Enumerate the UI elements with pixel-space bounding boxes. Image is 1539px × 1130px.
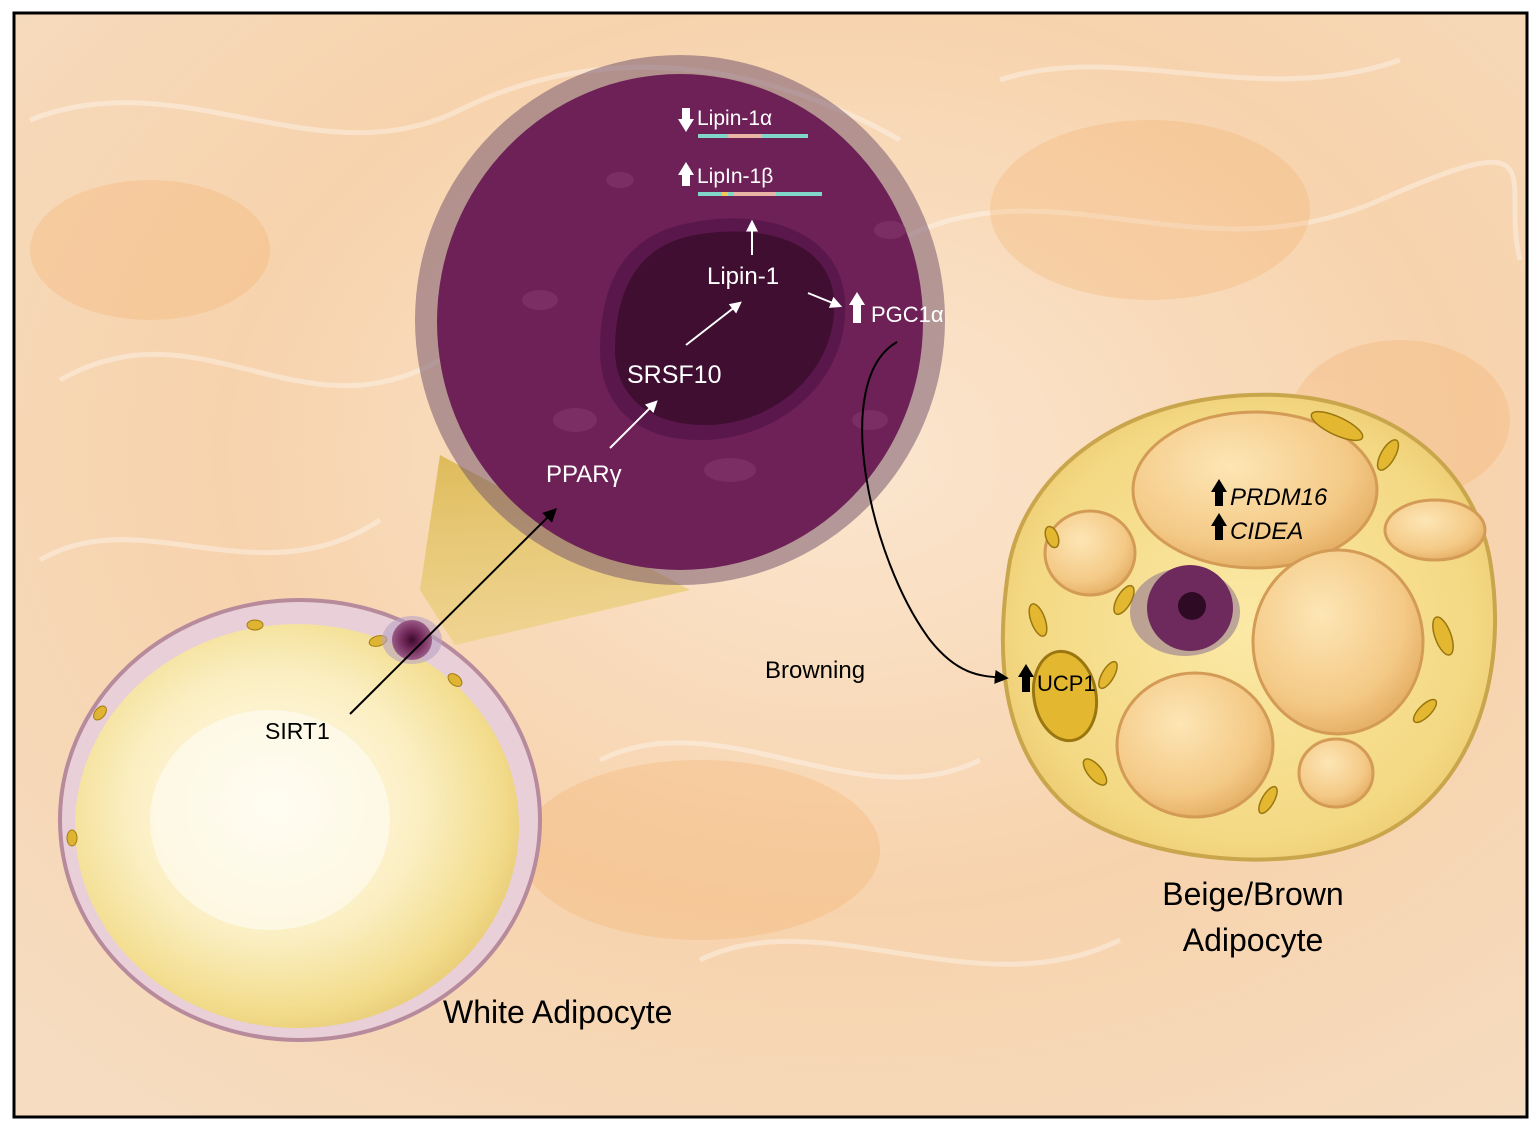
beige-adipocyte-nucleolus [1178, 592, 1206, 620]
label-lipin-1: Lipin-1 [707, 263, 779, 290]
arrow-ppary-to-srsf10 [609, 400, 658, 449]
label-white-adipocyte: White Adipocyte [443, 994, 672, 1030]
magnified-nucleus [415, 55, 945, 585]
white-adipocyte-highlight [150, 710, 390, 930]
arrow-srsf10-to-lipin1 [685, 301, 742, 346]
up-arrow-icon [849, 292, 865, 323]
frame-border [12, 11, 1529, 1119]
label-srsf10: SRSF10 [627, 361, 721, 389]
label-beige-brown: Beige/Brown [1162, 876, 1343, 912]
tissue-fibers [29, 57, 1523, 967]
up-arrow-icon [1018, 664, 1034, 692]
lipin-1a-transcript [698, 134, 808, 138]
label-sirt1: SIRT1 [265, 718, 330, 744]
beige-adipocyte-lipid-droplets [1043, 410, 1487, 819]
label-lipin-1b: LipIn-1β [697, 165, 773, 188]
label-cidea: CIDEA [1230, 518, 1303, 545]
arrow-sirt1-to-ppary [349, 508, 557, 715]
beige-adipocyte [1000, 392, 1498, 862]
arrow-pgc1a-to-ucp1 [861, 341, 1009, 684]
white-adipocyte [58, 598, 542, 1042]
arrow-lipin1-to-pgc1a [807, 292, 843, 308]
white-adipocyte-nucleus [392, 620, 432, 660]
label-lipin-1a: Lipin-1α [697, 107, 772, 130]
up-arrow-icon [1211, 513, 1227, 540]
up-arrow-icon [1211, 479, 1227, 506]
tissue-blobs [30, 120, 1510, 940]
label-adipocyte: Adipocyte [1183, 922, 1324, 958]
chromatin-texture [522, 172, 906, 482]
lipin-1b-transcript [698, 192, 822, 196]
nucleolus [615, 231, 835, 425]
label-pgc1a: PGC1α [871, 302, 944, 327]
beige-adipocyte-mitochondria [1028, 410, 1454, 815]
label-ppary: PPARγ [546, 461, 622, 488]
label-prdm16: PRDM16 [1230, 484, 1328, 511]
label-browning: Browning [765, 657, 865, 684]
up-arrow-icon [678, 162, 694, 186]
label-ucp1: UCP1 [1037, 671, 1096, 696]
down-arrow-icon [678, 108, 694, 132]
